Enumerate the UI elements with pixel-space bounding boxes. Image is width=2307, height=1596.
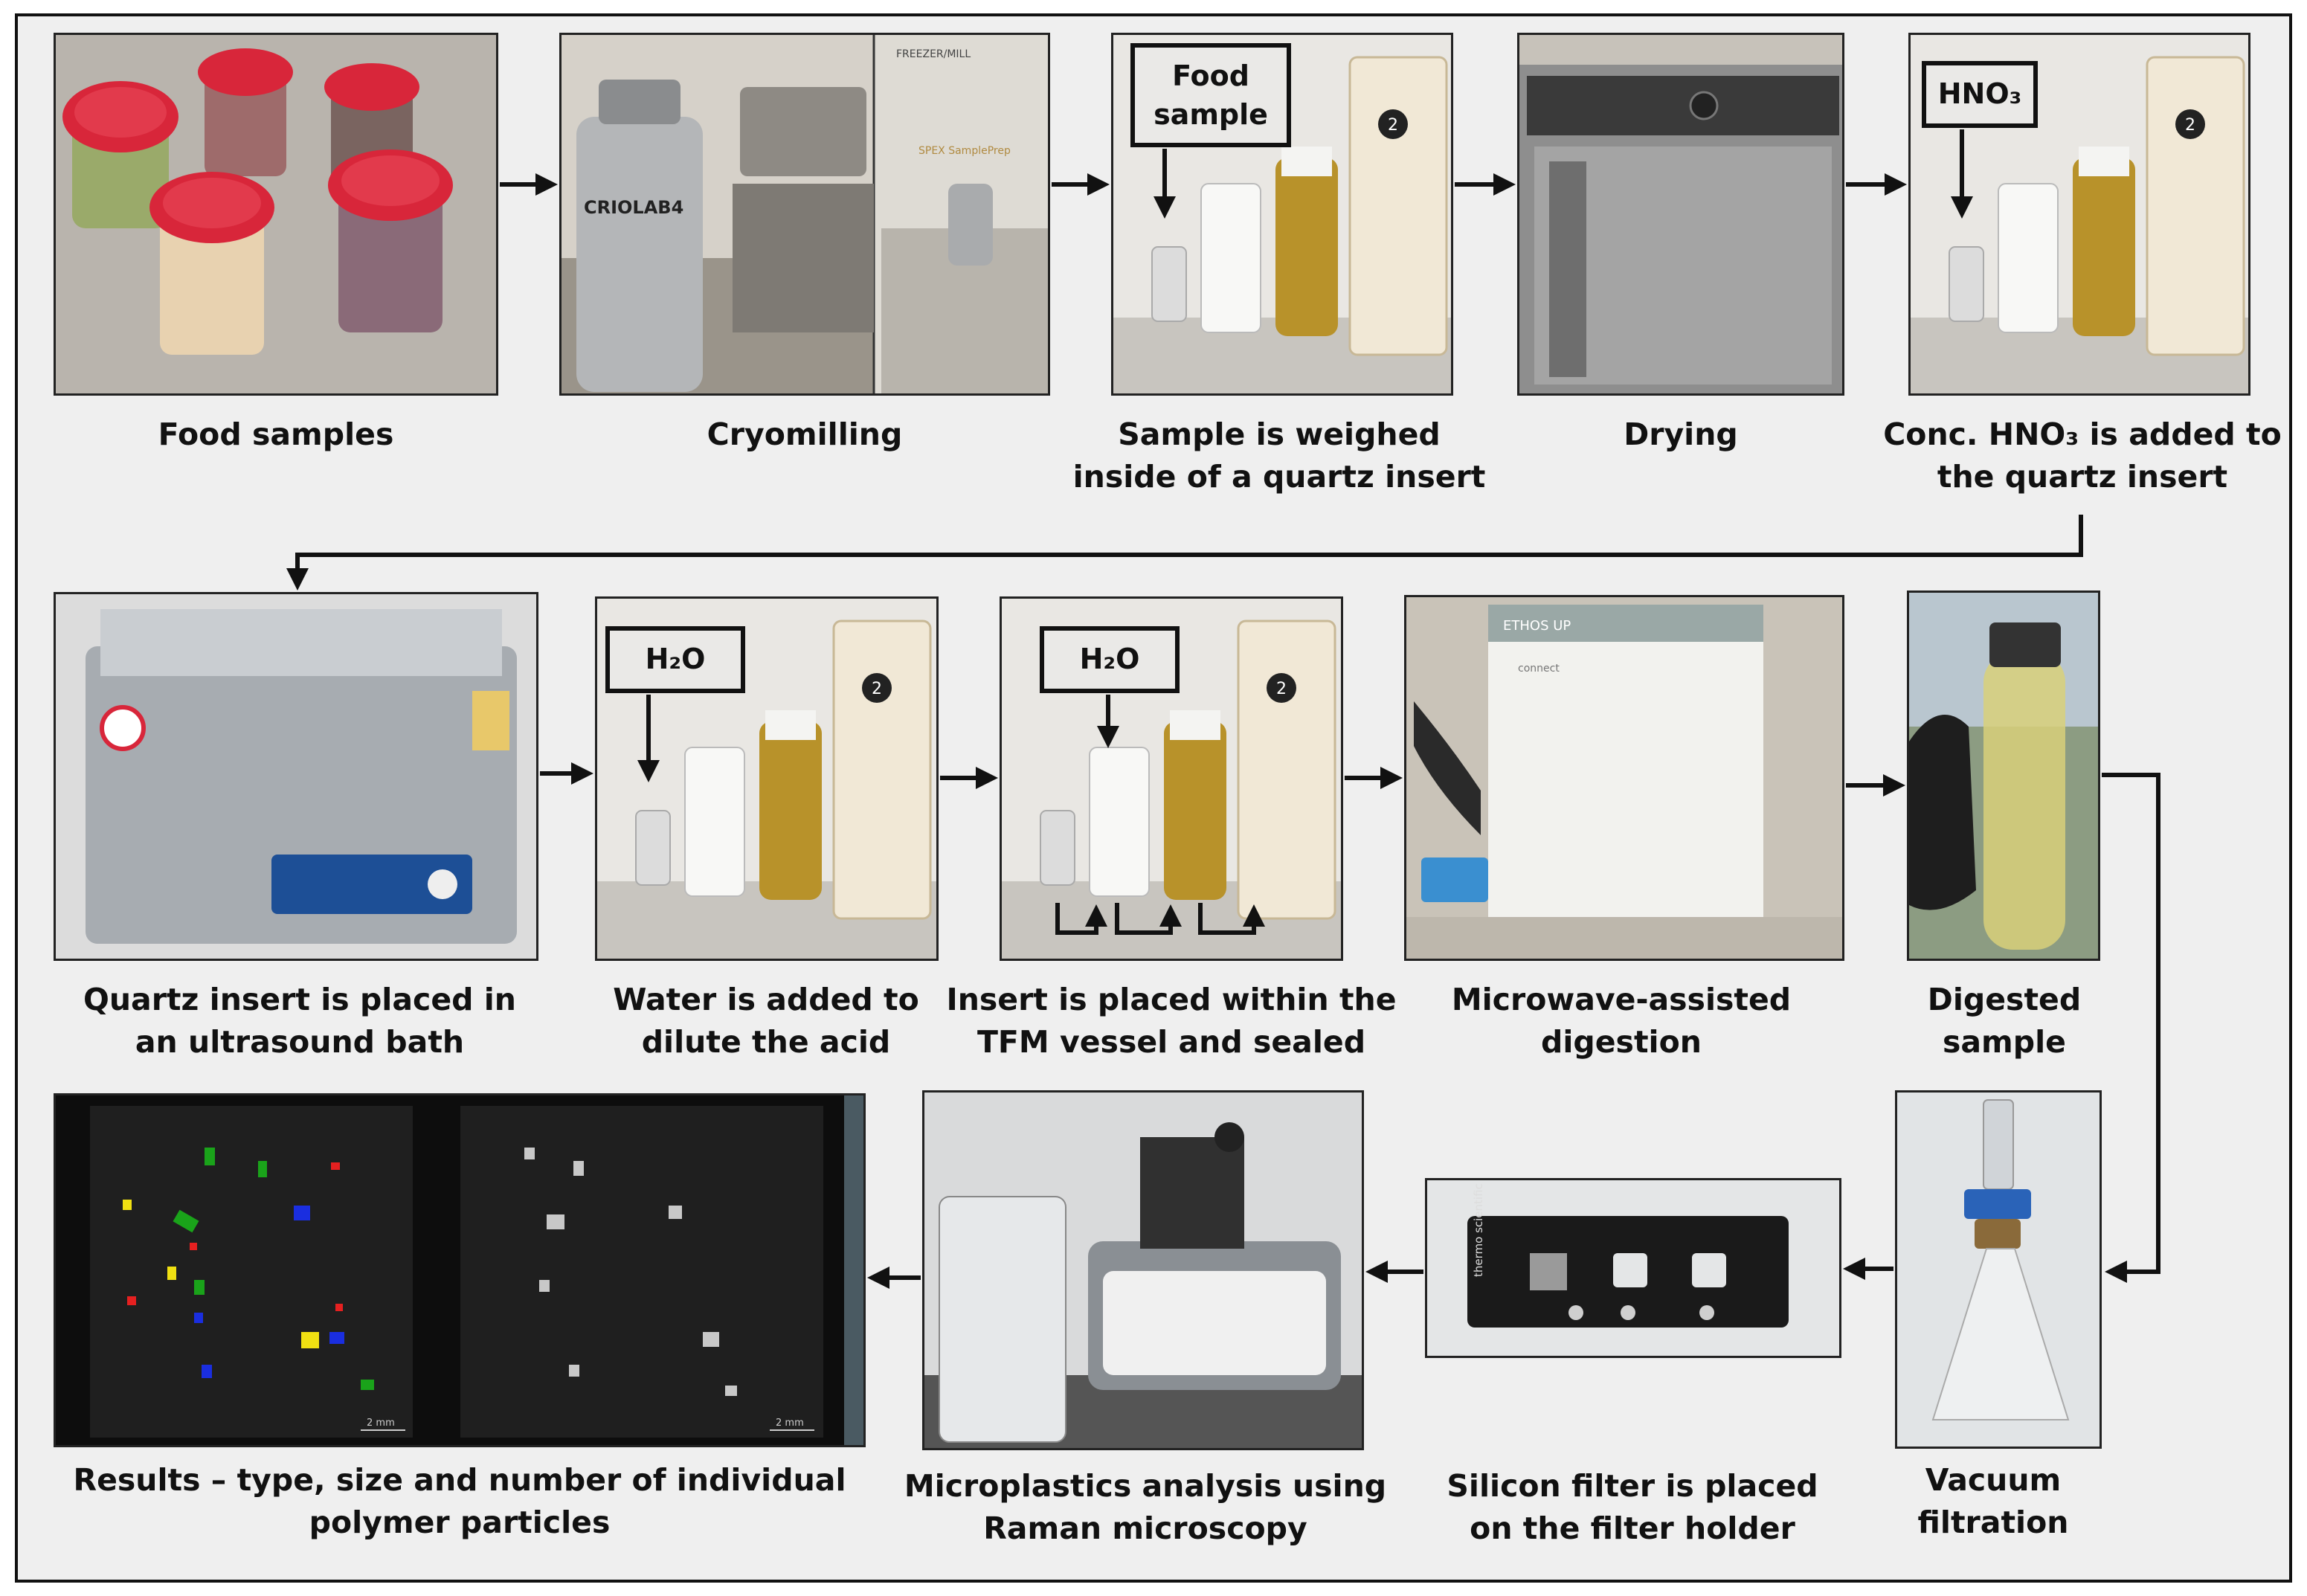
results-image: 2 mm 2 mm [54, 1093, 866, 1447]
digested-sample-photo [1907, 591, 2100, 961]
caption-food-samples: Food samples [158, 416, 394, 452]
svg-text:2 mm: 2 mm [776, 1418, 804, 1429]
sample-jar [198, 48, 293, 176]
svg-text:2 mm: 2 mm [367, 1418, 395, 1429]
svg-text:CRIOLAB4: CRIOLAB4 [584, 197, 683, 218]
caption-cryomilling: Cryomilling [707, 416, 903, 452]
label-h2o-water: H₂O [605, 626, 745, 693]
tfm-vessel [1275, 158, 1338, 336]
sealing-arrows [1055, 903, 1265, 935]
dewar-tank [576, 117, 703, 392]
glass-vial [1949, 246, 1984, 322]
svg-text:connect: connect [1518, 663, 1560, 675]
quartz-insert [1089, 747, 1150, 897]
svg-text:thermo scientific: thermo scientific [1472, 1183, 1485, 1277]
quartz-insert [1998, 183, 2059, 333]
svg-text:2: 2 [1388, 116, 1398, 135]
caption-results: Results – type, size and number of indiv… [73, 1462, 846, 1540]
sample-jar [62, 81, 178, 228]
caption-drying: Drying [1624, 416, 1738, 452]
svg-text:2: 2 [1276, 680, 1287, 698]
sample-jar [149, 172, 274, 355]
vessel-holder [2146, 56, 2245, 356]
vessel-holder [1237, 620, 1336, 920]
vacuum-filtration-photo [1895, 1090, 2102, 1449]
arrow-digested-to-vacuum [2102, 773, 2160, 1283]
quartz-insert [1200, 183, 1261, 333]
svg-text:SPEX SamplePrep: SPEX SamplePrep [918, 145, 1011, 157]
silicon-filter-photo: thermo scientific [1425, 1178, 1841, 1358]
grinding-vial [948, 184, 993, 266]
food-samples-photo [54, 33, 498, 396]
drying-oven-photo [1517, 33, 1844, 396]
microwave-photo: ETHOS UP connect [1404, 595, 1844, 961]
glass-vial [1040, 810, 1075, 886]
tfm-vessel [2073, 158, 2135, 336]
label-h2o-tfm: H₂O [1040, 626, 1180, 693]
ultrasound-bath-photo [54, 592, 538, 961]
tfm-vessel [1164, 721, 1226, 900]
particle-map-grayscale [524, 1148, 737, 1396]
raman-microscope-photo [922, 1090, 1364, 1450]
vessel-holder [1348, 56, 1448, 356]
particle-map-colored [123, 1148, 374, 1390]
tfm-vessel [759, 721, 822, 900]
arrow-hno3-to-ultrasound [286, 515, 2083, 591]
glass-vial [635, 810, 671, 886]
quartz-insert [684, 747, 745, 897]
vessel-holder [832, 620, 932, 920]
sample-jar [328, 149, 453, 332]
digestion-tube [1983, 652, 2065, 950]
svg-text:FREEZER/MILL: FREEZER/MILL [896, 48, 971, 60]
glass-vial [1151, 246, 1187, 322]
svg-text:2: 2 [2185, 116, 2195, 135]
cryomilling-photo: CRIOLAB4 SPEX SamplePrep FREEZER/MILL [559, 33, 1050, 396]
svg-text:2: 2 [872, 680, 882, 698]
svg-text:ETHOS UP: ETHOS UP [1503, 618, 1571, 634]
label-hno3: HNO₃ [1922, 61, 2038, 128]
silicon-filter [1530, 1253, 1567, 1290]
